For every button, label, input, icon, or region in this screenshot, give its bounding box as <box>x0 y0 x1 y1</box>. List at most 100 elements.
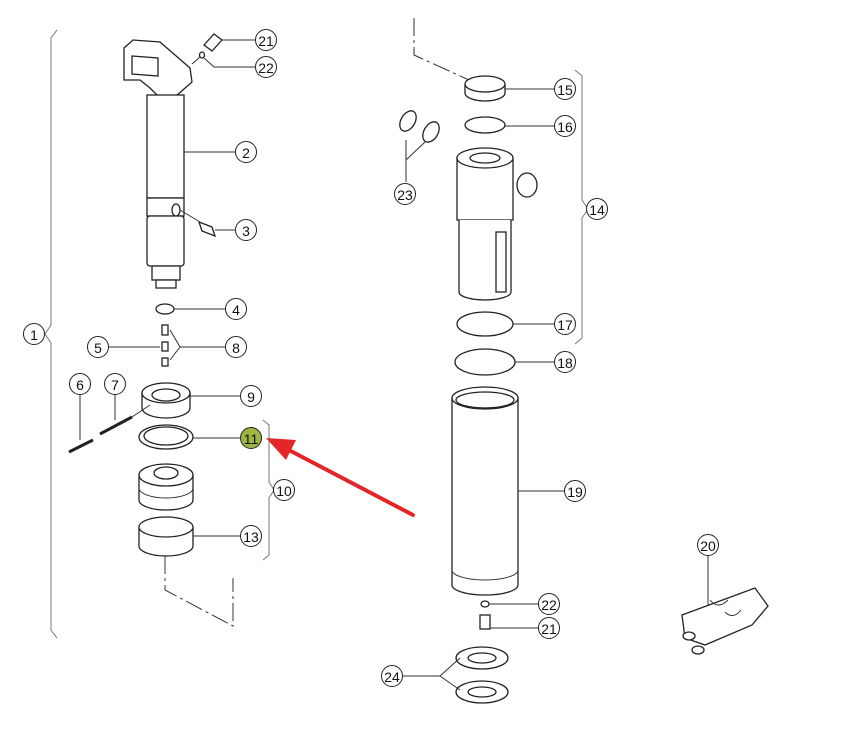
ring-9 <box>141 382 191 419</box>
bracket-14 <box>574 69 589 345</box>
pin-7 <box>99 415 133 436</box>
callout-circle <box>225 336 247 358</box>
callout-number: 8 <box>232 340 240 356</box>
washers-23 <box>399 110 440 182</box>
ring-16 <box>464 116 506 134</box>
seal-ring-11 <box>138 424 194 450</box>
injector-body <box>123 39 193 289</box>
callout-9: 9 <box>240 385 262 407</box>
highlight-arrow <box>266 438 415 517</box>
callout-10: 10 <box>273 479 295 501</box>
callout-5: 5 <box>87 336 109 358</box>
nozzle-3 <box>179 209 217 238</box>
sleeve-13 <box>138 516 194 557</box>
callout-circle <box>554 78 576 100</box>
callout-15: 15 <box>554 78 576 100</box>
callout-14: 14 <box>586 198 608 220</box>
callout-number: 11 <box>244 431 259 447</box>
callout-circle <box>240 385 262 407</box>
callout-24: 24 <box>381 665 403 687</box>
fitting-21-top <box>191 33 223 65</box>
callout-circle <box>273 479 295 501</box>
pin-8-bottom <box>161 357 169 367</box>
callout-number: 17 <box>557 317 573 333</box>
callout-1: 1 <box>23 323 45 345</box>
callout-19: 19 <box>564 480 586 502</box>
callout-3: 3 <box>235 219 257 241</box>
callout-circle <box>381 665 403 687</box>
callout-number: 4 <box>232 302 240 318</box>
callout-circle <box>235 141 257 163</box>
callout-circle <box>225 298 247 320</box>
callout-number: 23 <box>397 187 413 203</box>
callout-18: 18 <box>554 351 576 373</box>
o-ring-18 <box>454 348 516 376</box>
callout-22-top: 22 <box>255 56 277 78</box>
callout-number: 21 <box>258 33 274 49</box>
callout-17: 17 <box>554 313 576 335</box>
callout-23: 23 <box>394 183 416 205</box>
callout-number: 5 <box>94 340 102 356</box>
callout-2: 2 <box>235 141 257 163</box>
callout-22-bottom: 22 <box>538 593 560 615</box>
piston <box>138 463 194 511</box>
leader-lines <box>79 39 709 691</box>
callout-13: 13 <box>240 525 262 547</box>
callout-circle <box>586 198 608 220</box>
washers-24 <box>455 646 509 704</box>
callout-number: 15 <box>557 82 573 98</box>
o-ring-22-bottom <box>480 600 490 608</box>
o-ring-17 <box>456 311 514 337</box>
fitting-21-bottom <box>479 614 491 630</box>
callout-circle <box>240 427 262 449</box>
callout-4: 4 <box>225 298 247 320</box>
callout-number: 3 <box>242 223 250 239</box>
callout-circle <box>235 219 257 241</box>
callout-21-top: 21 <box>255 29 277 51</box>
callout-number: 18 <box>557 355 573 371</box>
callout-number: 22 <box>541 597 557 613</box>
callout-circle <box>554 115 576 137</box>
callout-number: 16 <box>557 119 573 135</box>
seal-kit-bag-20 <box>681 587 769 655</box>
callout-21-bottom: 21 <box>538 617 560 639</box>
o-ring-4 <box>155 303 175 315</box>
callout-number: 10 <box>276 483 292 499</box>
callout-number: 22 <box>258 60 274 76</box>
cylinder-head-14 <box>456 147 538 301</box>
callout-circle <box>697 534 719 556</box>
bracket-1 <box>44 29 58 639</box>
callout-number: 24 <box>384 669 400 685</box>
cylinder-tube-19 <box>451 386 519 596</box>
callout-16: 16 <box>554 115 576 137</box>
callout-number: 1 <box>30 327 38 343</box>
centerline-bottom <box>164 556 234 627</box>
callout-number: 14 <box>589 202 605 218</box>
pin-8-top <box>161 324 169 336</box>
callout-number: 2 <box>242 145 250 161</box>
callout-number: 19 <box>567 484 583 500</box>
callout-number: 13 <box>243 529 259 545</box>
callout-circle <box>104 373 126 395</box>
callout-circle <box>23 323 45 345</box>
ring-15 <box>464 75 506 102</box>
centerline-top <box>413 18 481 86</box>
callout-circle <box>554 351 576 373</box>
callout-circle <box>564 480 586 502</box>
callout-7: 7 <box>104 373 126 395</box>
callout-20: 20 <box>697 534 719 556</box>
callout-circle <box>538 593 560 615</box>
pin-6 <box>68 438 94 454</box>
callout-number: 6 <box>76 377 84 393</box>
spring-5 <box>161 341 169 352</box>
callout-circle <box>87 336 109 358</box>
callout-circle <box>255 29 277 51</box>
callout-circle <box>69 373 91 395</box>
callout-number: 20 <box>700 538 716 554</box>
callout-number: 7 <box>111 377 119 393</box>
callout-circle <box>554 313 576 335</box>
callout-8: 8 <box>225 336 247 358</box>
